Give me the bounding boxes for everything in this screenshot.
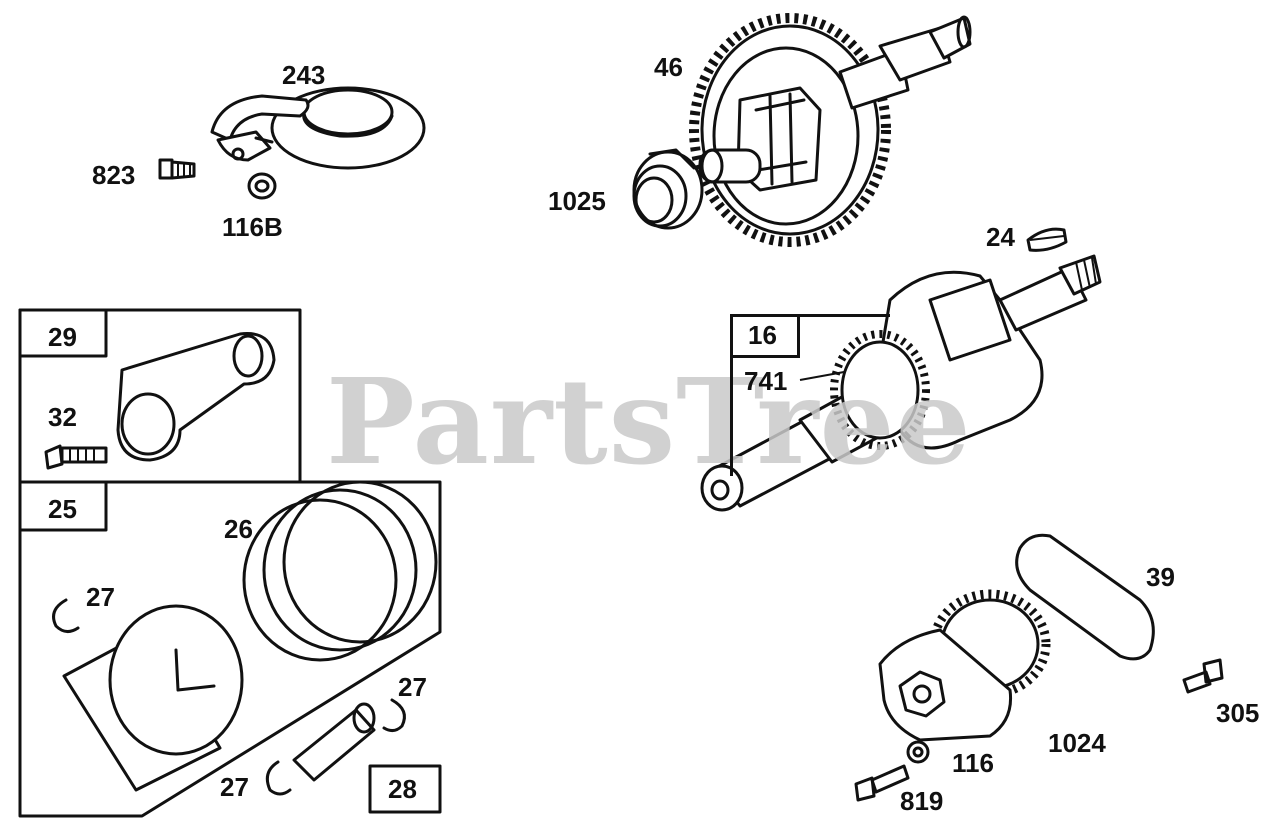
callout-116: 116 <box>952 748 994 778</box>
callout-46: 46 <box>654 52 683 82</box>
oil-pump-1024 <box>878 589 1051 742</box>
retaining-rings-27 <box>52 598 406 796</box>
callout-1024: 1024 <box>1048 728 1106 758</box>
callout-243: 243 <box>282 60 326 90</box>
callout-27-right: 27 <box>398 672 427 702</box>
breather-assembly-243 <box>210 86 426 170</box>
callout-16: 16 <box>748 320 777 350</box>
callout-305: 305 <box>1216 698 1260 728</box>
callout-823: 823 <box>92 160 136 190</box>
callout-28: 28 <box>388 774 417 804</box>
washer-116 <box>906 740 930 764</box>
callout-24: 24 <box>986 222 1015 252</box>
seal-1025 <box>632 148 704 230</box>
camshaft-gear-46 <box>689 13 972 247</box>
bolt-32 <box>44 444 108 470</box>
piston-pin-28 <box>292 702 376 782</box>
callout-39: 39 <box>1146 562 1175 592</box>
connecting-rod-29 <box>116 332 276 462</box>
gasket-39 <box>1015 533 1155 661</box>
callout-32: 32 <box>48 402 77 432</box>
callout-27-left: 27 <box>86 582 115 612</box>
screw-823 <box>158 158 196 180</box>
washer-116B <box>247 172 277 200</box>
piston-25 <box>62 604 244 792</box>
callout-741: 741 <box>744 366 788 396</box>
callout-27-bottom: 27 <box>220 772 249 802</box>
key-24 <box>1026 227 1068 252</box>
piston-rings-26 <box>242 480 438 662</box>
callout-1025: 1025 <box>548 186 606 216</box>
callout-25: 25 <box>48 494 77 524</box>
box-28 <box>368 764 442 814</box>
callout-819: 819 <box>900 786 944 816</box>
callout-29: 29 <box>48 322 77 352</box>
box-16-frame <box>730 314 890 476</box>
crankshaft-16 <box>700 254 1102 512</box>
callout-26: 26 <box>224 514 253 544</box>
callout-116B: 116B <box>222 212 283 242</box>
leader-lines <box>799 235 1065 381</box>
bolt-305 <box>1182 658 1224 694</box>
bolt-819 <box>854 764 910 802</box>
